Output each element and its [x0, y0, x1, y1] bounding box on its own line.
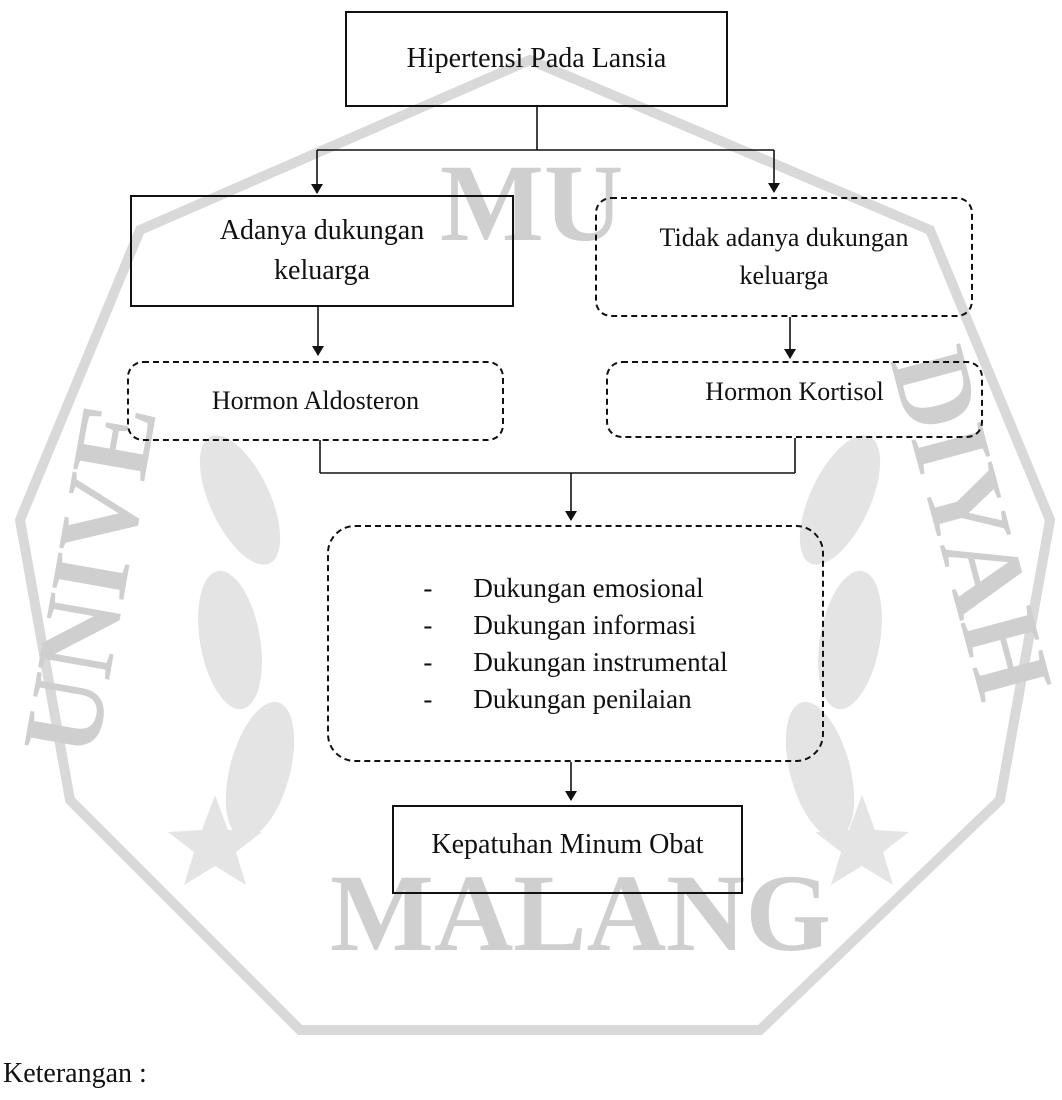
list-bullet: - [423, 646, 433, 677]
node-support-types: -Dukungan emosional -Dukungan informasi … [327, 525, 824, 762]
watermark-leaf-icon [799, 435, 881, 565]
support-type-item: - Dukungan emosional [423, 570, 727, 607]
support-type-item: - Dukungan penilaian [423, 681, 727, 718]
node-outcome-label: Kepatuhan Minum Obat [431, 829, 704, 860]
support-type-item: - Dukungan informasi [423, 607, 727, 644]
watermark-text-top: MU [440, 142, 623, 264]
node-with-family-support-label: Adanya dukungan keluarga [219, 215, 425, 286]
root-node-label: Hipertensi Pada Lansia [406, 43, 667, 74]
watermark-text-bottom: MALANG [330, 852, 831, 974]
watermark-leaf-icon [818, 570, 882, 710]
support-type-label: Dukungan emosional [473, 572, 704, 603]
node-outcome-medication-adherence: Kepatuhan Minum Obat [392, 805, 743, 894]
list-bullet: - [423, 609, 433, 640]
watermark-star-icon [815, 795, 909, 885]
watermark-leaf-icon [198, 570, 262, 710]
node-hormone-cortisol: Hormon Kortisol [606, 361, 983, 438]
watermark-star-icon [168, 795, 262, 885]
node-with-family-support: Adanya dukungan keluarga [130, 195, 514, 307]
watermark-leaf-icon [199, 435, 281, 565]
watermark-leaf-icon [225, 701, 295, 839]
watermark-outer-frame [14, 54, 1056, 1035]
root-node-hipertensi: Hipertensi Pada Lansia [345, 11, 728, 107]
support-type-label: Dukungan informasi [473, 609, 697, 640]
support-type-label: Dukungan instrumental [473, 646, 728, 677]
node-without-family-support: Tidak adanya dukungan keluarga [595, 197, 973, 317]
legend-label: Keterangan : [3, 1058, 147, 1089]
node-hormone-cortisol-label: Hormon Kortisol [705, 377, 884, 406]
list-bullet: - [423, 683, 433, 714]
list-bullet: - [423, 572, 433, 603]
node-without-family-support-label: Tidak adanya dukungan keluarga [659, 223, 909, 290]
support-type-item: - Dukungan instrumental [423, 644, 727, 681]
node-hormone-aldosterone-label: Hormon Aldosteron [211, 386, 420, 415]
support-types-list: -Dukungan emosional -Dukungan informasi … [423, 570, 727, 718]
support-type-label: Dukungan penilaian [473, 683, 692, 714]
node-hormone-aldosterone: Hormon Aldosteron [127, 361, 504, 441]
